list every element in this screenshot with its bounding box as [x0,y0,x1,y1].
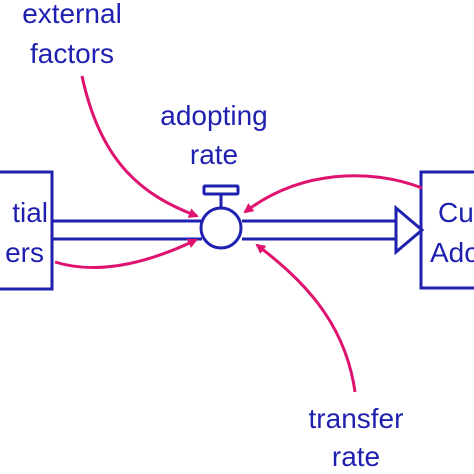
left-stock-box[interactable] [0,170,54,291]
right-stock-label-line2: Ado [430,237,474,268]
link-right-stock-to-rate [243,174,423,214]
adopting-rate-label-line2: rate [190,139,238,170]
right-stock-box[interactable] [419,170,474,290]
flow-pipe [53,219,396,241]
link-transfer-rate-to-rate [255,243,357,393]
transfer-rate-label-line1: transfer [309,403,404,434]
external-factors-label-line2: factors [30,38,114,69]
link-external-factors-to-rate [80,75,199,218]
transfer-rate-label-line2: rate [332,441,380,472]
link-left-stock-to-rate [54,238,198,270]
valve-icon[interactable] [199,184,243,250]
left-stock-label-line2: ers [5,237,44,268]
left-stock-label-line1: tial [12,197,48,228]
right-stock-label-line1: Cu [438,197,474,228]
adopting-rate-label-line1: adopting [160,100,267,131]
external-factors-label-line1: external [22,0,122,29]
flow-arrowhead-icon [394,204,425,256]
